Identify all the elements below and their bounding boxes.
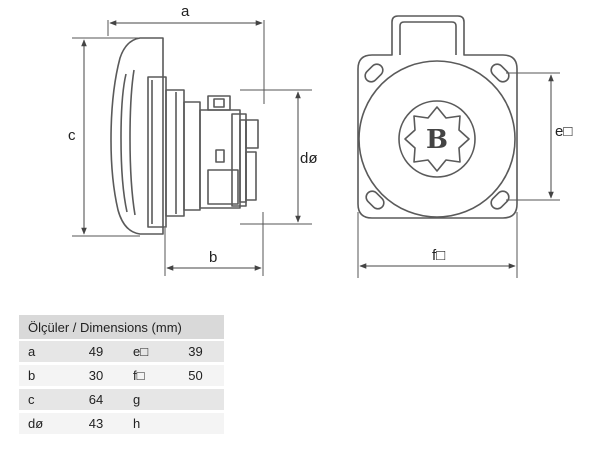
label-b: b <box>209 249 217 266</box>
cell-value: 43 <box>68 413 124 437</box>
table-row: b 30 f□ 50 <box>19 365 224 389</box>
cover-outline <box>110 37 164 235</box>
logo-star <box>404 106 470 172</box>
dimension-e: e□ <box>506 72 572 201</box>
label-e: e□ <box>555 123 572 140</box>
table-row: c 64 g <box>19 389 224 413</box>
label-d: dø <box>300 150 318 167</box>
logo-letter: B <box>426 125 448 155</box>
cell-label: e□ <box>124 341 167 365</box>
cell-value: 30 <box>68 365 124 389</box>
side-view <box>110 37 259 235</box>
cell-value <box>167 389 224 413</box>
socket-face <box>358 60 516 218</box>
table-header: Ölçüler / Dimensions (mm) <box>19 315 224 341</box>
cover-inner-line <box>120 73 128 213</box>
cell-label: h <box>124 413 167 437</box>
cell-label: c <box>19 389 68 413</box>
front-plate <box>357 15 518 219</box>
dimension-d: dø <box>240 89 318 225</box>
mounting-slot-bottom-left <box>365 190 385 210</box>
mounting-slot-top-right <box>490 63 510 83</box>
cell-value: 49 <box>68 341 124 365</box>
cell-value <box>167 413 224 437</box>
cell-label: f□ <box>124 365 167 389</box>
cell-label: b <box>19 365 68 389</box>
dimensions-table: Ölçüler / Dimensions (mm) a 49 e□ 39 b 3… <box>19 315 224 437</box>
dimension-b: b <box>164 212 264 276</box>
logo-ring <box>398 100 476 178</box>
cell-label: g <box>124 389 167 413</box>
cover-inner-line-2 <box>129 69 136 216</box>
label-a: a <box>181 3 190 20</box>
flange <box>165 89 185 217</box>
mounting-slot-top-left <box>364 63 384 83</box>
cell-value: 39 <box>167 341 224 365</box>
cell-label: a <box>19 341 68 365</box>
label-c: c <box>68 127 76 144</box>
dimension-c: c <box>68 37 140 237</box>
cell-value: 50 <box>167 365 224 389</box>
dimension-f: f□ <box>357 212 518 278</box>
mounting-slot-bottom-right <box>490 190 510 210</box>
cell-value: 64 <box>68 389 124 413</box>
label-f: f□ <box>432 247 445 264</box>
lid-tab-inner <box>399 21 457 55</box>
technical-drawing: a c dø b <box>68 3 572 278</box>
table-row: dø 43 h <box>19 413 224 437</box>
front-view <box>357 15 518 219</box>
cell-label: dø <box>19 413 68 437</box>
socket-body <box>183 101 201 211</box>
table-row: a 49 e□ 39 <box>19 341 224 365</box>
